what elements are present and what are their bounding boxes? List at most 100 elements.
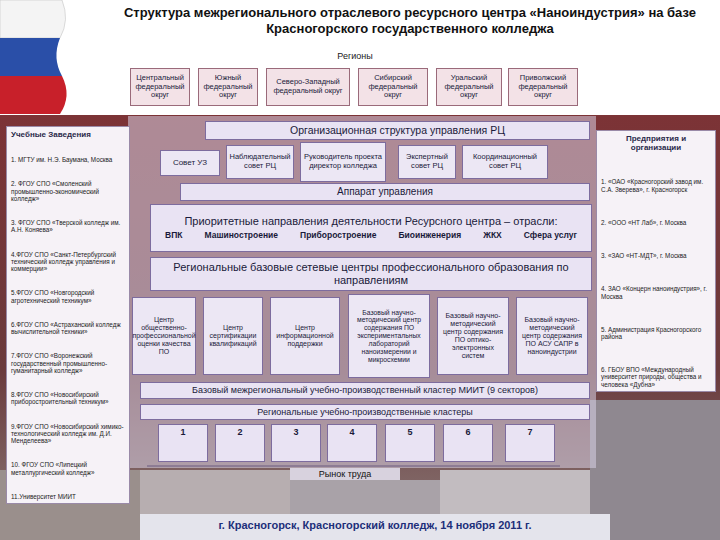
caption-band (140, 514, 610, 540)
band: Приоритетные направления деятельности Ре… (150, 204, 592, 252)
node-text: Базовый межрегиональный учебно-производс… (192, 385, 538, 395)
process-box: Центр общественно-профессиональной оценк… (132, 297, 196, 375)
collage-ground (0, 115, 720, 540)
node-text: Наблюдательный совет РЦ (229, 153, 290, 170)
region-box: Центральный федеральный округ (130, 68, 190, 106)
cluster-box: 6 (443, 424, 493, 462)
band: Аппарат управления (180, 183, 590, 201)
process-box: Руководитель проекта директор колледжа (300, 142, 386, 182)
list-item: 4. ЗАО «Концерн наноиндустрия», г. Москв… (601, 285, 711, 299)
process-box: Базовый научно-методический центр содерж… (437, 297, 509, 375)
node-text: Центр общественно-профессиональной оценк… (132, 316, 195, 356)
node-text: Приоритетные направления деятельности Ре… (184, 215, 557, 228)
list-item: 2. «ООО «НТ Лаб», г. Москва (601, 219, 711, 226)
node-text: Базовый научно-методический центр содерж… (441, 312, 505, 360)
list-item: 1. «ОАО «Красногорский завод им. С.А. Зв… (601, 178, 711, 192)
cluster-box: 2 (215, 424, 265, 462)
node-text: Уральский федеральный округ (440, 74, 498, 100)
cluster-box: 4 (327, 424, 377, 462)
node-text: Центральный федеральный округ (134, 74, 186, 100)
sector-row: ВПК Машиностроение Приборостроение Биоинжен… (154, 231, 588, 241)
list-item: 2. ФГОУ СПО «Смоленский промышленно-экон… (11, 180, 125, 202)
enterprises-panel: Предприятия и организации 1. «ОАО «Красно… (596, 130, 716, 392)
list-item: 6.ФГОУ СПО «Астраханский колледж вычисли… (11, 321, 125, 335)
node-text: Базовый научно-методический центр содерж… (520, 316, 584, 356)
node-text: Организационная структура управления РЦ (290, 124, 505, 136)
band: Организационная структура управления РЦ (205, 121, 590, 140)
process-box: Базовый научно-методический центр содерж… (516, 297, 588, 375)
note-label: Рынок труда (290, 468, 400, 480)
node-text: Координационный совет РЦ (466, 153, 544, 170)
list-item: 11.Университет МИИТ (11, 493, 125, 500)
process-box: Наблюдательный совет РЦ (226, 145, 294, 179)
node-text: Приволжский федеральный округ (512, 74, 574, 100)
cluster-box: 7 (505, 424, 555, 462)
node-text: Региональные учебно-производственные кла… (257, 407, 472, 417)
list-item: 1. МГТУ им. Н.Э. Баумана, Москва (11, 156, 125, 163)
list-item: 9.ФГОУ СПО «Новосибирский химико-техноло… (11, 423, 125, 445)
node-text: Машиностроение (204, 231, 278, 241)
node-text: 1 (180, 427, 185, 437)
region-box: Приволжский федеральный округ (508, 68, 578, 106)
node-text: Экспертный совет РЦ (402, 153, 452, 170)
caption: г. Красногорск, Красногорский колледж, 1… (140, 519, 610, 531)
region-box: Южный федеральный округ (198, 68, 258, 106)
center-panel (128, 116, 596, 468)
photo (140, 470, 290, 515)
node-text: 3 (293, 427, 298, 437)
band: Региональные базовые сетевые центры проф… (150, 257, 592, 291)
node-text: Сфера услуг (524, 231, 577, 241)
process-box: Совет УЗ (160, 150, 220, 176)
band: Региональные учебно-производственные кла… (140, 404, 590, 420)
cluster-box: 3 (271, 424, 321, 462)
list-item: 7.ФГОУ СПО «Воронежский государственный … (11, 352, 125, 374)
node-text: Центр информационной поддержки (274, 324, 336, 348)
node-text: ВПК (165, 231, 182, 241)
institutions-panel: Учебные Заведения 1. МГТУ им. Н.Э. Бауман… (6, 126, 130, 504)
node-text: Сибирский федеральный округ (362, 74, 424, 100)
cluster-box: 1 (158, 424, 208, 462)
list-item: 4.ФГОУ СПО «Санкт-Петербургский техничес… (11, 251, 125, 273)
list-item: 6. ГБОУ ВПО «Международный университет п… (601, 366, 711, 388)
node-text: Аппарат управления (337, 186, 433, 198)
node-text: Базовый научно-методический центр содерж… (352, 309, 426, 364)
photo (290, 480, 440, 515)
list-item: 8.ФГОУ СПО «Новосибирский приборостроите… (11, 391, 125, 405)
process-box: Базовый научно-методический центр содерж… (348, 294, 430, 378)
node-text: 5 (407, 427, 412, 437)
process-box: Центр информационной поддержки (270, 297, 340, 375)
list-item: 3. ФГОУ СПО «Тверской колледж им. А.Н. К… (11, 219, 125, 233)
node-text: Приборостроение (300, 231, 376, 241)
node-text: Южный федеральный округ (202, 74, 254, 100)
panel-heading: Предприятия и организации (601, 134, 711, 152)
node-text: ЖКХ (483, 231, 502, 241)
process-box: Центр сертификации квалификаций (203, 297, 263, 375)
title: Структура межрегионального отраслевого р… (110, 5, 710, 38)
node-text: 6 (465, 427, 470, 437)
list-item: 10. ФГОУ СПО «Липецкий металлургический … (11, 461, 125, 475)
cluster-dividers (147, 466, 560, 467)
flag-white (0, 0, 66, 38)
list-item: 3. «ЗАО «НТ-МДТ», г. Москва (601, 252, 711, 259)
flag-blue (0, 38, 62, 76)
node-text: Региональные базовые сетевые центры проф… (154, 261, 588, 286)
node-text: 2 (237, 427, 242, 437)
node-text: Центр сертификации квалификаций (207, 324, 259, 348)
node-text: Совет УЗ (173, 158, 207, 167)
flag-red (0, 76, 67, 114)
node-text: 7 (527, 427, 532, 437)
process-box: Экспертный совет РЦ (398, 145, 456, 179)
panel-heading: Учебные Заведения (11, 130, 125, 139)
region-box: Северо-Западный федеральный округ (266, 68, 350, 106)
node-text: 4 (349, 427, 354, 437)
process-box: Координационный совет РЦ (462, 145, 548, 179)
region-box: Уральский федеральный округ (436, 68, 502, 106)
node-text: Руководитель проекта директор колледжа (304, 153, 382, 170)
region-box: Сибирский федеральный округ (358, 68, 428, 106)
cluster-box: 5 (385, 424, 435, 462)
node-text: Биоинженерия (398, 231, 461, 241)
list-item: 5. Администрация Красногорского района (601, 326, 711, 340)
list-item: 5.ФГОУ СПО «Новгородский агротехнический… (11, 289, 125, 303)
note-label: Регионы (300, 51, 410, 61)
